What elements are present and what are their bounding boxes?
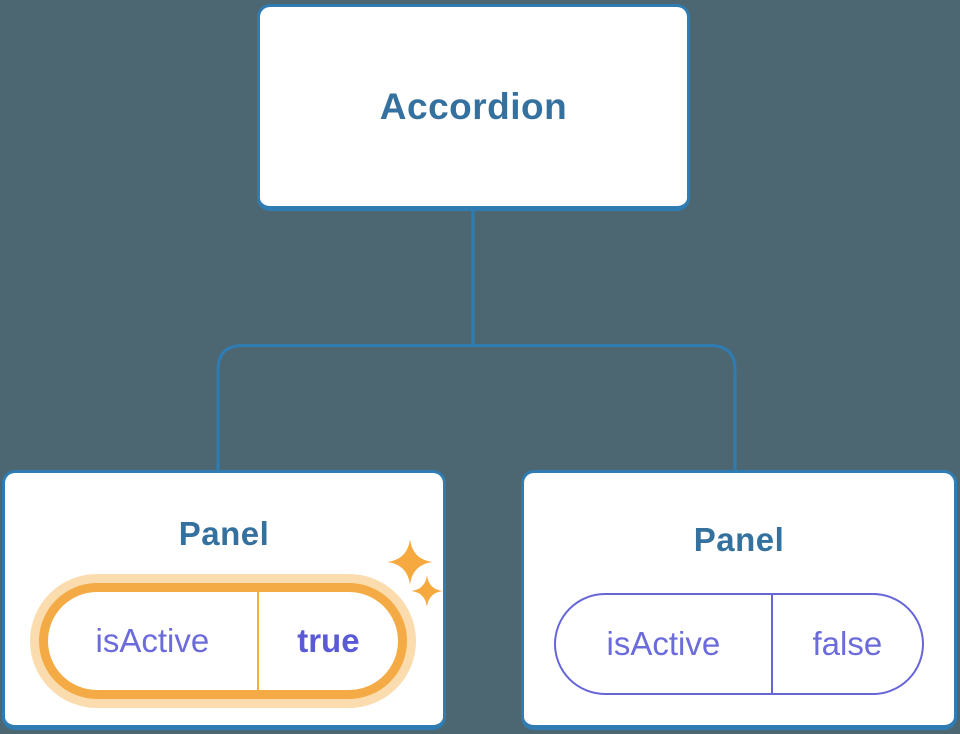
state-name: isActive <box>556 595 773 693</box>
connector-branch <box>216 344 737 471</box>
state-value: true <box>297 622 360 659</box>
sparkle-icon <box>411 575 443 607</box>
state-name: isActive <box>48 592 259 690</box>
panel-node-title: Panel <box>178 515 270 552</box>
panel-node-active: Panel isActive true <box>2 470 446 730</box>
panel-node-title: Panel <box>693 521 785 558</box>
state-value: false <box>812 625 883 662</box>
state-pill-active: isActive true <box>39 583 407 699</box>
state-pill-inactive: isActive false <box>554 593 924 695</box>
accordion-node-label: Accordion <box>379 85 568 127</box>
panel-node-inactive: Panel isActive false <box>521 470 957 730</box>
sparkle-icon <box>387 539 433 585</box>
accordion-node: Accordion <box>257 4 690 211</box>
